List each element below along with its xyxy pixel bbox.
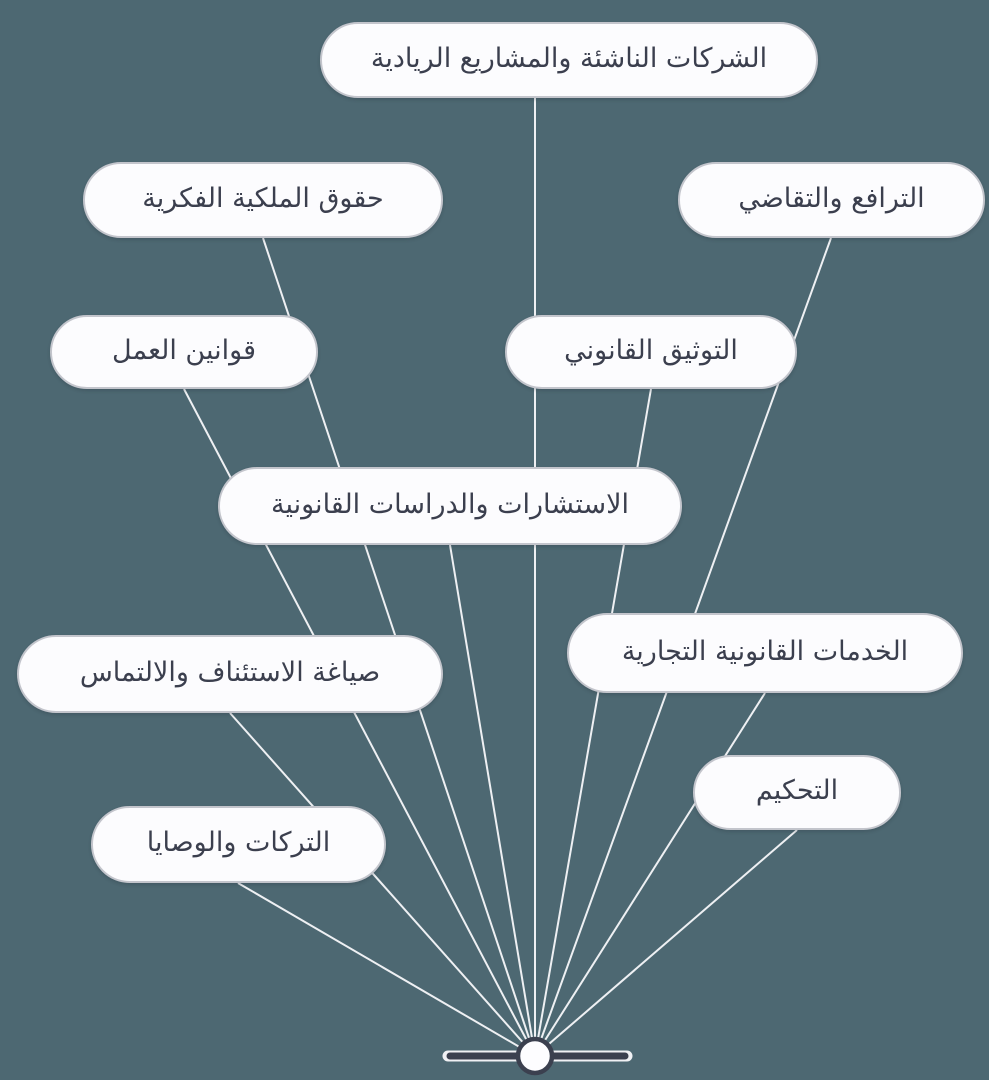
node-appeals-drafting[interactable]: صياغة الاستئناف والالتماس <box>17 635 443 713</box>
node-commercial-legal[interactable]: الخدمات القانونية التجارية <box>567 613 963 693</box>
node-litigation[interactable]: الترافع والتقاضي <box>678 162 985 238</box>
connector-line-appeals-drafting <box>229 712 536 1057</box>
connector-line-arbitration <box>534 829 798 1057</box>
node-legal-consultations-label: الاستشارات والدراسات القانونية <box>270 488 630 520</box>
node-labor-laws-label: قوانين العمل <box>112 334 256 366</box>
node-labor-laws[interactable]: قوانين العمل <box>50 315 318 389</box>
node-estates-wills[interactable]: التركات والوصايا <box>91 806 386 883</box>
node-ip-rights[interactable]: حقوق الملكية الفكرية <box>83 162 443 238</box>
node-commercial-legal-label: الخدمات القانونية التجارية <box>621 635 909 667</box>
node-legal-documentation[interactable]: التوثيق القانوني <box>505 315 797 389</box>
node-arbitration[interactable]: التحكيم <box>693 755 901 830</box>
connector-line-estates-wills <box>237 882 536 1057</box>
connector-line-commercial-legal <box>534 692 766 1057</box>
node-arbitration-label: التحكيم <box>755 775 839 806</box>
node-startups-label: الشركات الناشئة والمشاريع الريادية <box>370 42 768 74</box>
node-estates-wills-label: التركات والوصايا <box>146 827 331 858</box>
root-node <box>442 1036 633 1076</box>
node-legal-documentation-label: التوثيق القانوني <box>564 334 738 366</box>
node-appeals-drafting-label: صياغة الاستئناف والالتماس <box>79 656 381 688</box>
node-startups[interactable]: الشركات الناشئة والمشاريع الريادية <box>320 22 818 98</box>
connector-line-legal-consultations <box>449 544 536 1057</box>
node-ip-rights-label: حقوق الملكية الفكرية <box>142 182 384 214</box>
node-litigation-label: الترافع والتقاضي <box>738 182 925 214</box>
root-node-circle[interactable] <box>515 1036 555 1076</box>
node-legal-consultations[interactable]: الاستشارات والدراسات القانونية <box>218 467 682 545</box>
